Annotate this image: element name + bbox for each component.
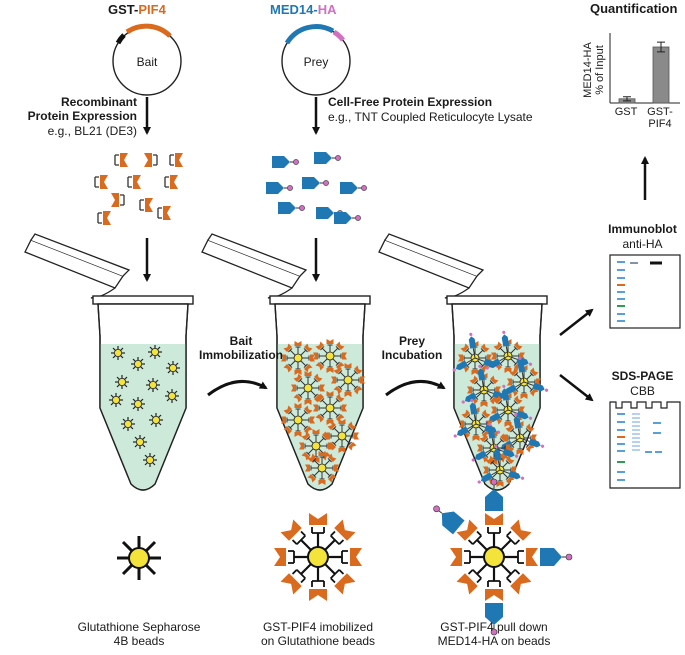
caption-pulldown: GST-PIF4 pull down MED14-HA on beads: [437, 620, 551, 648]
recombinant-expression-title: Recombinant Protein Expression: [27, 95, 137, 123]
prey-plasmid-label: Prey: [303, 55, 329, 69]
caption-immobilized: GST-PIF4 imobilized on Glutathione beads: [260, 620, 376, 648]
quantification-title: Quantification: [590, 1, 678, 16]
cellfree-expression-title: Cell-Free Protein Expression: [328, 95, 493, 109]
med14-ha-protein-cluster: [265, 151, 368, 225]
arrow-to-sdspage: [559, 374, 594, 402]
arrow-bait-immobilization: [207, 379, 268, 397]
arrow-prey-incubation: [385, 379, 446, 397]
bait-immobilization-label: Bait Immobilization: [199, 334, 283, 362]
sdspage-title: SDS-PAGE: [611, 369, 674, 383]
caption-beads: Glutathione Sepharose 4B beads: [77, 620, 201, 648]
gst-pif4-protein-cluster: [94, 152, 184, 226]
tube-pulldown: [378, 233, 549, 491]
immunoblot-subtitle: anti-HA: [622, 237, 663, 251]
immunoblot-title: Immunoblot: [608, 222, 677, 236]
prey-plasmid: [281, 24, 351, 96]
quant-errorbar-0: [623, 96, 631, 102]
bait-plasmid-label: Bait: [136, 55, 158, 69]
cellfree-expression-subtitle: e.g., TNT Coupled Reticulocyte Lysate: [328, 110, 533, 124]
quantification-chart: [609, 33, 680, 104]
sdspage-subtitle: CBB: [630, 384, 655, 398]
immunoblot-membrane: [609, 254, 681, 329]
prey-plasmid-name: MED14-HA: [270, 2, 337, 17]
bait-plasmid: [112, 23, 182, 96]
quant-category-gst-pif4: GST- PIF4: [647, 106, 673, 130]
quant-errorbar-1: [657, 41, 665, 53]
recombinant-expression-subtitle: e.g., BL21 (DE3): [47, 124, 137, 138]
quant-bar-1: [652, 46, 670, 104]
arrow-to-immunoblot: [559, 308, 594, 336]
immobilized-bead-illustration: [272, 511, 362, 603]
bait-plasmid-name: GST-PIF4: [108, 2, 166, 17]
sds-page-gel: [609, 401, 681, 489]
quant-category-gst: GST: [614, 106, 638, 118]
tube-beads: [24, 233, 194, 491]
prey-incubation-label: Prey Incubation: [381, 334, 443, 362]
tube-immobilized: [201, 233, 371, 491]
bead-illustration: [117, 536, 161, 580]
quantification-ylabel: MED14-HA % of Input: [582, 42, 606, 98]
pulldown-bead-illustration: [427, 478, 573, 636]
